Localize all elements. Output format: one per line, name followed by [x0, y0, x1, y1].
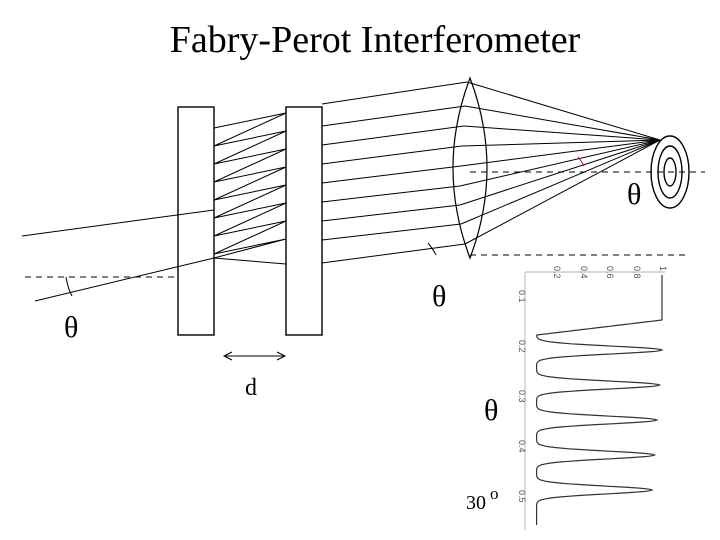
- internal-reflection-exit: [213, 257, 287, 265]
- plot-y-tick-label: 0.6: [605, 266, 616, 279]
- transmitted-ray-2: [321, 105, 466, 127]
- transmitted-ray-8: [321, 223, 462, 241]
- etalon-plate-left: [177, 106, 215, 336]
- etalon-plate-right: [285, 106, 323, 336]
- transmitted-ray-9: [321, 243, 466, 264]
- fringe-ring-1: [657, 145, 683, 199]
- plot-x-tick-label: 0.4: [517, 440, 527, 453]
- fringe-intensity-curve: [536, 275, 664, 525]
- focused-ray-6: [459, 139, 661, 187]
- plot-y-tick-label: 0.4: [578, 266, 589, 279]
- focused-ray-5: [460, 139, 661, 167]
- fringe-ring-3: [663, 157, 677, 187]
- degree-sign: o: [490, 484, 499, 503]
- spacing-arrow-head-left: [222, 351, 233, 361]
- plot-x-tick-label: 0.3: [517, 390, 527, 403]
- incoming-ray-2: [34, 257, 215, 302]
- transmitted-ray-6: [321, 185, 461, 203]
- focused-ray-7: [459, 139, 661, 206]
- focused-ray-1: [466, 81, 661, 141]
- plot-x-tick-label: 0.2: [517, 340, 527, 353]
- diagram-title: Fabry-Perot Interferometer: [169, 19, 581, 61]
- plot-x-tick-label: 0.5: [517, 490, 527, 503]
- transmitted-ray-7: [321, 204, 461, 222]
- focused-ray-9: [464, 139, 661, 245]
- transmitted-ray-5: [321, 165, 462, 184]
- focus-angle-mark: [577, 156, 585, 167]
- plot-y-tick-label: 0.2: [552, 266, 563, 279]
- focused-ray-4: [461, 139, 661, 147]
- spacing-arrow-head-right: [276, 351, 287, 361]
- exit-angle-arc: [427, 242, 437, 256]
- theta-label-lens: θ: [432, 280, 447, 313]
- theta-label-incident: θ: [64, 311, 79, 344]
- internal-reflections: [213, 112, 287, 259]
- focused-ray-8: [460, 139, 661, 225]
- transmitted-ray-3: [321, 125, 465, 146]
- plot-x-tick-label: 0.1: [517, 290, 527, 303]
- angle-value-label: 30: [466, 492, 486, 514]
- transmitted-ray-1: [321, 81, 468, 105]
- focused-ray-2: [464, 105, 661, 141]
- fringe-ring-2: [650, 135, 690, 209]
- focusing-lens: [452, 76, 488, 260]
- plot-y-tick-label: 1: [658, 266, 668, 272]
- focused-ray-3: [463, 125, 661, 141]
- theta-label-plot: θ: [484, 394, 499, 427]
- plot-y-tick-label: 0.8: [631, 266, 642, 279]
- incidence-angle-arc: [65, 276, 73, 297]
- incoming-ray-1: [21, 209, 215, 237]
- spacing-label: d: [245, 375, 257, 401]
- transmission-plot: [524, 271, 665, 530]
- theta-label-screen: θ: [627, 178, 642, 211]
- transmitted-ray-4: [321, 145, 463, 165]
